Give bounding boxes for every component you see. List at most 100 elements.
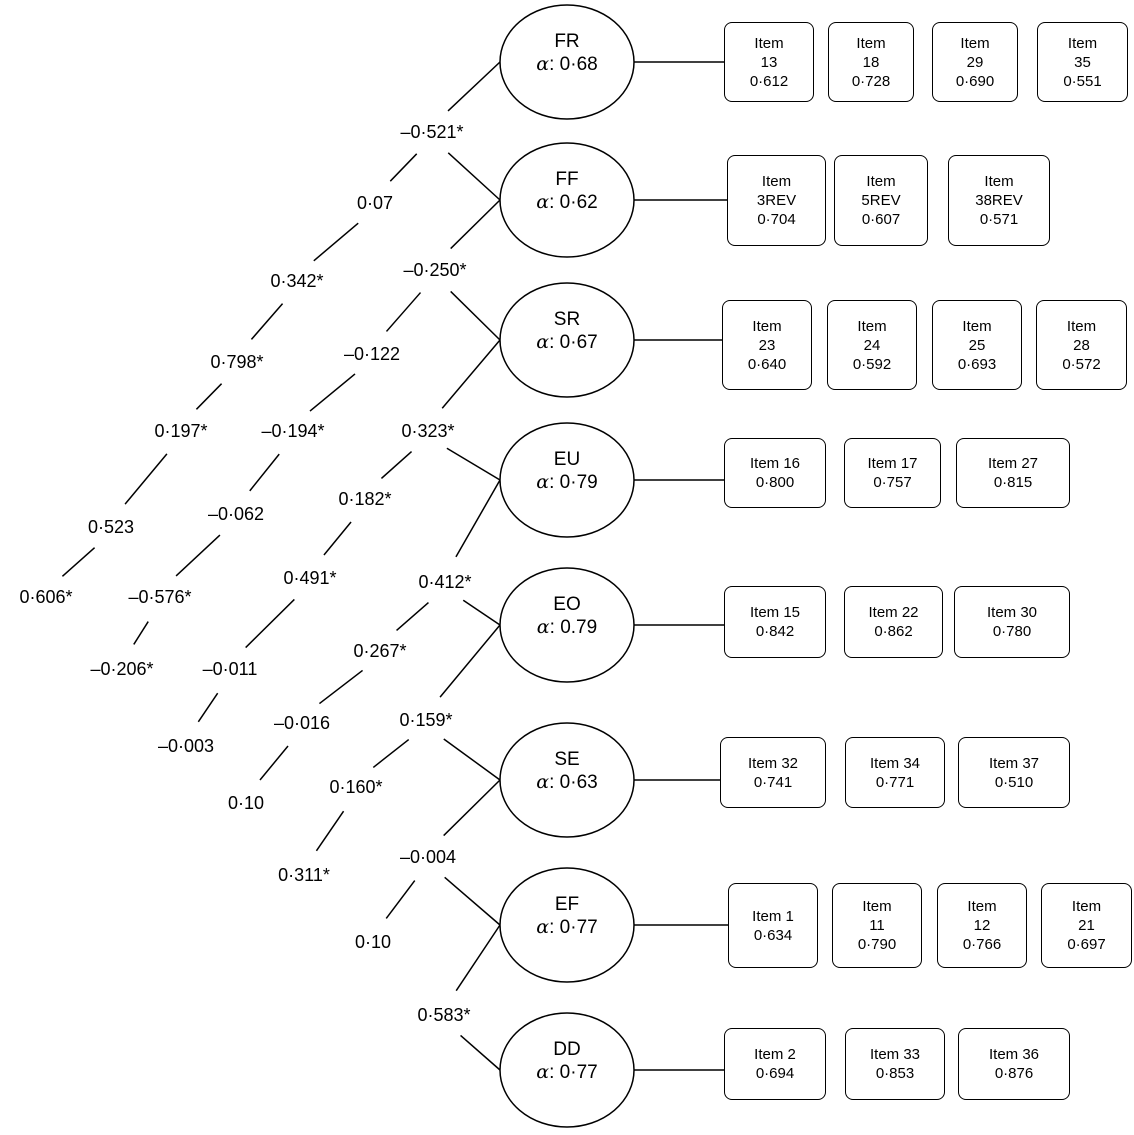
correlation-label: 0·491* (283, 568, 336, 588)
path-line (249, 453, 280, 492)
item-text: 0·862 (874, 623, 913, 640)
path-line (446, 447, 501, 481)
path-line (313, 222, 359, 262)
correlation-label: 0·323* (401, 421, 454, 441)
item-text: 0·572 (1062, 355, 1101, 373)
item-text: Item 36 (988, 1046, 1040, 1063)
factor-name: FF (555, 169, 578, 190)
correlation-label: –0·576* (128, 587, 191, 607)
path-line (315, 810, 345, 852)
path-line (450, 290, 501, 341)
path-line (323, 521, 352, 556)
correlation-label: 0·197* (154, 421, 207, 441)
item-text: 0·694 (755, 1065, 795, 1082)
factor-se: SEα: 0·63 (499, 722, 635, 838)
path-line (124, 453, 168, 505)
item-text: 0·612 (749, 72, 789, 90)
correlation-label: 0·10 (355, 932, 391, 952)
item-text: Item (752, 317, 782, 335)
path-line (175, 534, 221, 577)
item-text: 23 (758, 336, 776, 354)
correlation-label: 0·583* (417, 1005, 470, 1025)
path-line (396, 601, 429, 632)
correlation-label: –0·521* (400, 122, 463, 142)
path-line (61, 547, 96, 577)
path-line (245, 598, 295, 649)
factor-eu: EUα: 0·79 (499, 422, 635, 538)
correlation-label: –0·122 (344, 344, 400, 364)
item-text: 0·876 (994, 1065, 1034, 1082)
correlation-label: –0·194* (261, 421, 324, 441)
path-line (447, 61, 501, 112)
item-box: Item 36 0·876 (958, 1028, 1070, 1100)
path-line (444, 876, 501, 926)
item-text: 18 (862, 53, 880, 71)
factor-name: SR (554, 309, 580, 330)
correlation-label: 0·412* (418, 572, 471, 592)
path-line (309, 373, 356, 412)
item-text: Item (984, 173, 1014, 190)
correlation-label: 0·523 (88, 517, 134, 537)
item-text: 21 (1078, 917, 1095, 934)
item-text: Item (962, 317, 992, 335)
correlation-label: 0·07 (357, 193, 393, 213)
item-text: Item (960, 34, 990, 52)
item-text: 0·741 (753, 773, 793, 791)
correlation-label: 0·160* (329, 777, 382, 797)
factor-fr: FRα: 0·68 (499, 4, 635, 120)
path-line (455, 924, 501, 992)
item-text: 25 (968, 336, 986, 354)
correlation-label: 0·267* (353, 641, 406, 661)
item-text: 0·640 (747, 355, 787, 373)
item-text: 11 (869, 917, 885, 934)
path-line (385, 880, 416, 919)
path-line (450, 199, 501, 250)
item-text: 0·771 (875, 773, 915, 791)
item-text: Item (967, 898, 997, 915)
item-text: 0·766 (962, 936, 1002, 953)
path-line (460, 1034, 501, 1071)
path-line (318, 669, 364, 705)
correlation-label: 0·311* (278, 865, 330, 885)
path-line (385, 292, 422, 332)
item-text: 0·607 (861, 211, 901, 228)
path-line (250, 303, 284, 340)
item-text: 13 (760, 53, 778, 71)
path-line (372, 739, 410, 768)
item-text: Item (866, 173, 896, 190)
item-text: 0·697 (1067, 936, 1106, 953)
item-text: Item (857, 317, 887, 335)
path-line (389, 153, 418, 182)
item-text: 3REV (756, 192, 797, 209)
item-text: Item (862, 898, 892, 915)
item-text: 0·757 (873, 474, 912, 491)
item-text: Item 15 (749, 604, 801, 621)
correlation-label: 0·798* (210, 352, 263, 372)
factor-alpha: α: 0.79 (537, 616, 597, 638)
correlation-label: –0·011 (203, 659, 258, 679)
correlation-label: 0·342* (270, 271, 323, 291)
item-text: Item (1066, 317, 1097, 335)
item-text: Item 16 (749, 455, 801, 472)
path-line (195, 383, 223, 410)
path-line (439, 624, 501, 698)
item-text: Item 17 (867, 455, 918, 472)
item-text: Item (1067, 34, 1098, 52)
factor-name: EU (554, 449, 580, 470)
item-text: 0·853 (875, 1065, 915, 1082)
